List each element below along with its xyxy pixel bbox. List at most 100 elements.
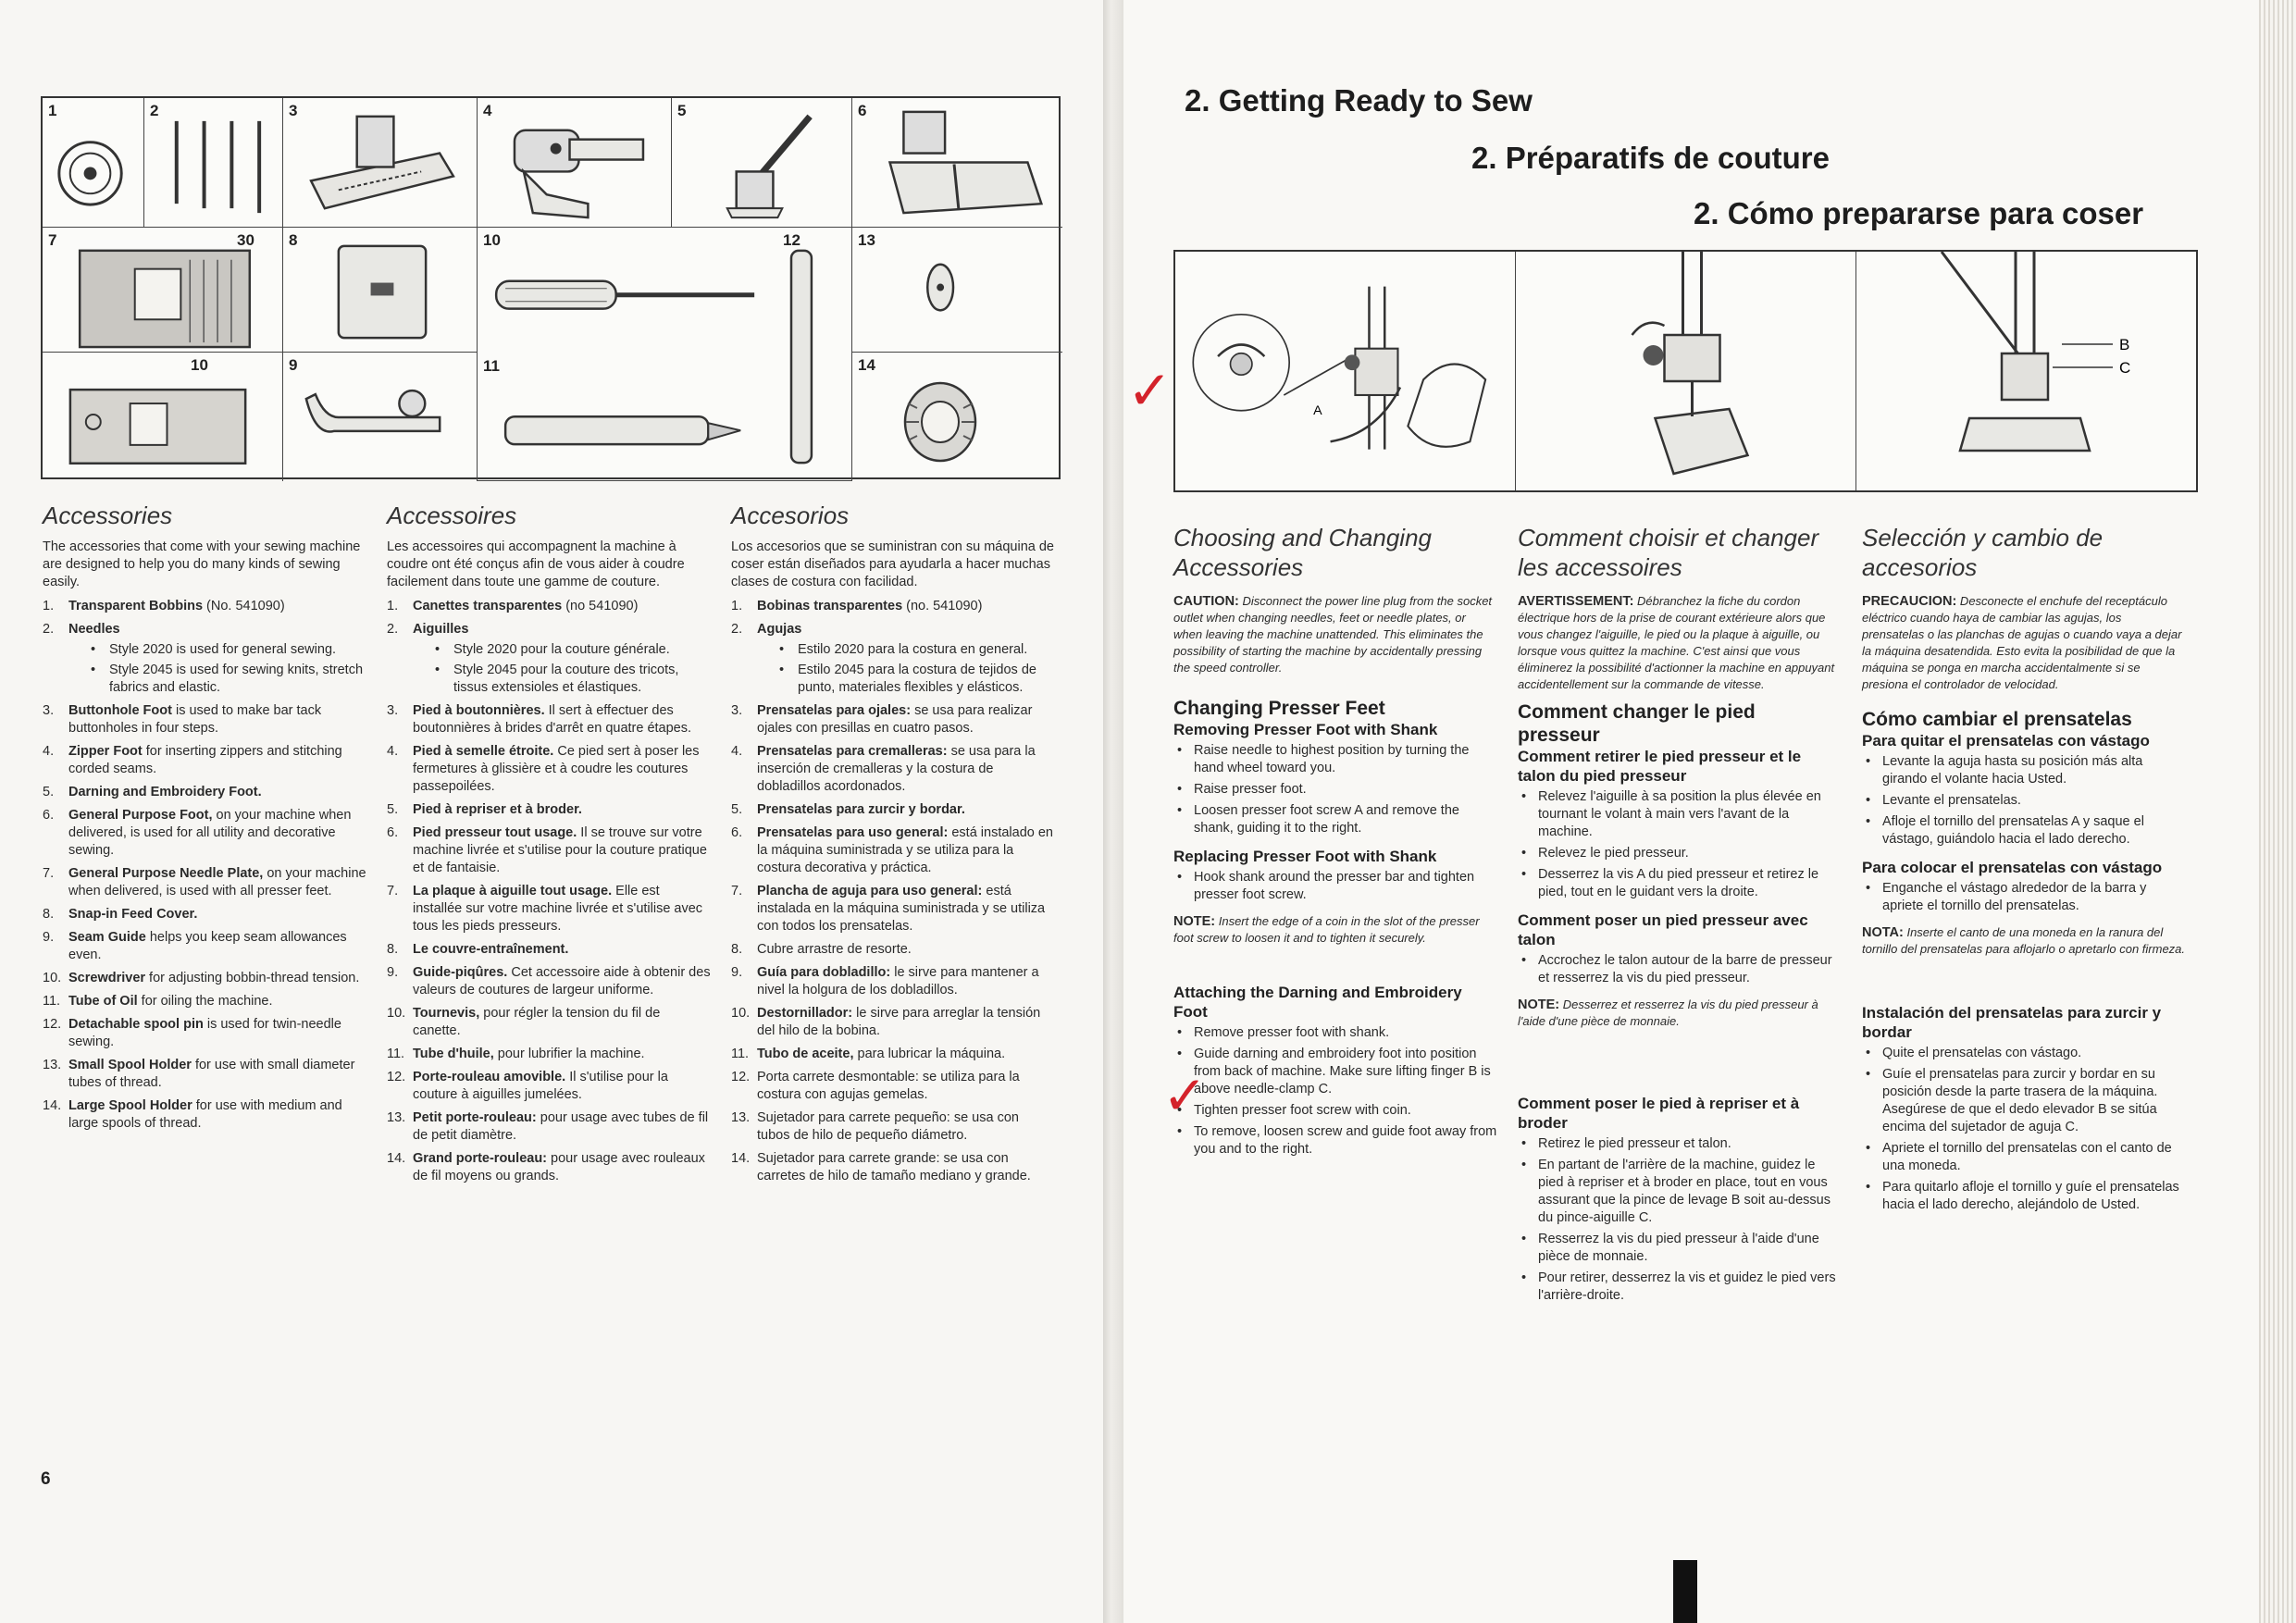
accessory-list-es: 1.Bobinas transparentes (no. 541090) 2.A… bbox=[731, 598, 1055, 1185]
list-item: 6.Prensatelas para uso general: está ins… bbox=[731, 825, 1053, 875]
page-number: 6 bbox=[41, 1469, 51, 1489]
heading-remove-fr: Comment retirer le pied presseur et le t… bbox=[1518, 748, 1802, 785]
title-english: 2. Getting Ready to Sew bbox=[1185, 83, 1533, 118]
label-c: C bbox=[2119, 359, 2130, 377]
caution-es: PRECAUCION: Desconecte el enchufe del re… bbox=[1862, 594, 2182, 691]
list-item: 12.Porta carrete desmontable: se utiliza… bbox=[731, 1070, 1020, 1102]
title-spanish: 2. Cómo prepararse para coser bbox=[1694, 196, 2144, 230]
list-item: 7.Plancha de aguja para uso general: est… bbox=[731, 884, 1046, 934]
general-purpose-foot-icon bbox=[887, 110, 1044, 215]
list-item: 8.Snap-in Feed Cover. bbox=[43, 907, 198, 922]
accessory-list-en: 1.Transparent Bobbins (No. 541090) 2.Nee… bbox=[43, 598, 366, 1133]
list-item: 5.Prensatelas para zurcir y bordar. bbox=[731, 802, 965, 817]
heading-attach-es: Instalación del prensatelas para zurcir … bbox=[1862, 1004, 2162, 1041]
needles-icon bbox=[174, 120, 262, 214]
cell-screwdriver: 10 12 11 bbox=[478, 228, 852, 481]
cell-zipper-foot: 4 bbox=[478, 98, 672, 228]
list-item: 11.Tube of Oil for oiling the machine. bbox=[43, 994, 273, 1009]
intro-en: The accessories that come with your sewi… bbox=[43, 539, 361, 589]
zipper-foot-icon bbox=[513, 129, 645, 219]
list-item: 9.Guía para dobladillo: le sirve para ma… bbox=[731, 965, 1039, 997]
label-a: A bbox=[1313, 403, 1322, 418]
list-item: 4.Pied à semelle étroite. Ce pied sert à… bbox=[387, 744, 700, 794]
heading-presser-fr: Comment changer le pied presseur bbox=[1518, 701, 1756, 746]
list-item: 1.Canettes transparentes (no 541090) bbox=[387, 599, 639, 613]
heading-remove-es: Para quitar el prensatelas con vástago bbox=[1862, 732, 2150, 750]
column-spanish: Accesorios Los accesorios que se suminis… bbox=[731, 502, 1055, 1191]
book-gutter bbox=[1103, 0, 1123, 1623]
heading-accessories-es: Accesorios bbox=[731, 502, 850, 529]
heading-presser-en: Changing Presser Feet bbox=[1173, 698, 1385, 719]
remove-presser-foot-icon: A bbox=[1192, 286, 1487, 450]
figure-label: 10 bbox=[483, 231, 501, 249]
heading-choosing-es: Selección y cambio de accesorios bbox=[1862, 524, 2104, 581]
buttonhole-foot-icon bbox=[309, 115, 455, 210]
list-item: 5.Darning and Embroidery Foot. bbox=[43, 785, 262, 799]
heading-replace-es: Para colocar el prensatelas con vástago bbox=[1862, 859, 2163, 876]
cell-needle-plate: 7 30 bbox=[43, 228, 283, 353]
list-item: 6.General Purpose Foot, on your machine … bbox=[43, 808, 352, 858]
cell-buttonhole-foot: 3 bbox=[283, 98, 478, 228]
note-fr: NOTE: Desserrez et resserrez la vis du p… bbox=[1518, 997, 1818, 1028]
figure-label: 13 bbox=[858, 231, 875, 249]
figure-label: 6 bbox=[858, 102, 867, 119]
heading-accessories-en: Accessories bbox=[43, 502, 173, 529]
caution-fr: AVERTISSEMENT: Débranchez la fiche du co… bbox=[1518, 594, 1835, 691]
list-item: 8.Cubre arrastre de resorte. bbox=[731, 942, 912, 957]
cell-seam-guide: 9 bbox=[283, 353, 478, 481]
right-column-french: Comment choisir et changer les accessoir… bbox=[1518, 523, 1842, 1314]
cell-feed-cover: 8 bbox=[283, 228, 478, 353]
check-icon: ✓ bbox=[1127, 359, 1173, 422]
screwdriver-icon bbox=[494, 249, 813, 465]
figure-label: 5 bbox=[677, 102, 687, 119]
intro-fr: Les accessoires qui accompagnent la mach… bbox=[387, 539, 685, 589]
needle-plate-icon bbox=[78, 249, 252, 349]
list-item: 6.Pied presseur tout usage. Il se trouve… bbox=[387, 825, 707, 875]
darning-foot-icon bbox=[726, 114, 813, 219]
list-item: 14.Sujetador para carrete grande: se usa… bbox=[731, 1151, 1031, 1183]
cell-bobbin: 1 bbox=[43, 98, 144, 228]
darning-foot-install-icon: B C bbox=[1940, 252, 2130, 452]
attach-steps-es: Quite el prensatelas con vástago.Guíe el… bbox=[1862, 1045, 2186, 1214]
presser-foot-illustrations: A B C bbox=[1173, 250, 2198, 492]
figure-label: 11 bbox=[483, 357, 500, 375]
list-item: 10.Screwdriver for adjusting bobbin-thre… bbox=[43, 971, 360, 985]
figure-label: 3 bbox=[289, 102, 298, 119]
heading-attach-fr: Comment poser le pied à repriser et à br… bbox=[1518, 1095, 1800, 1132]
needle-styles: Style 2020 is used for general sewing.St… bbox=[68, 641, 366, 697]
list-item: 11.Tubo de aceite, para lubricar la máqu… bbox=[731, 1047, 1006, 1061]
cell-needle-plate-b: 10 bbox=[43, 353, 283, 481]
figure-label: 1 bbox=[48, 102, 57, 119]
label-b: B bbox=[2119, 336, 2129, 353]
heading-attach-en: Attaching the Darning and Embroidery Foo… bbox=[1173, 984, 1462, 1021]
list-item: 3.Pied à boutonnières. Il sert à effectu… bbox=[387, 703, 692, 736]
list-item: 10.Tournevis, pour régler la tension du … bbox=[387, 1006, 661, 1038]
heading-replace-fr: Comment poser un pied presseur avec talo… bbox=[1518, 911, 1808, 948]
heading-accessories-fr: Accessoires bbox=[387, 502, 517, 529]
list-item: 12.Porte-rouleau amovible. Il s'utilise … bbox=[387, 1070, 668, 1102]
remove-steps-fr: Relevez l'aiguille à sa position la plus… bbox=[1518, 788, 1842, 901]
small-spool-holder-icon bbox=[926, 263, 955, 312]
heading-choosing-fr: Comment choisir et changer les accessoir… bbox=[1518, 524, 1819, 581]
figure-label: 8 bbox=[289, 231, 298, 249]
list-item: 3.Prensatelas para ojales: se usa para r… bbox=[731, 703, 1033, 736]
list-item: 7.La plaque à aiguille tout usage. Elle … bbox=[387, 884, 703, 934]
replace-steps-en: Hook shank around the presser bar and ti… bbox=[1173, 869, 1497, 904]
cell-large-spool-holder: 14 bbox=[852, 353, 1062, 481]
cell-small-spool-holder: 13 bbox=[852, 228, 1062, 353]
list-item: 8.Le couvre-entraînement. bbox=[387, 942, 569, 957]
cell-needles: 2 bbox=[144, 98, 283, 228]
list-item: 10.Destornillador: le sirve para arregla… bbox=[731, 1006, 1041, 1038]
list-item: 5.Pied à repriser et à broder. bbox=[387, 802, 582, 817]
list-item: 2.Needles Style 2020 is used for general… bbox=[43, 621, 366, 697]
title-french: 2. Préparatifs de couture bbox=[1471, 141, 1830, 175]
panel-replace-foot bbox=[1516, 252, 1856, 490]
figure-label: 7 bbox=[48, 231, 57, 249]
list-item: 4.Prensatelas para cremalleras: se usa p… bbox=[731, 744, 1036, 794]
list-item: 9.Guide-piqûres. Cet accessoire aide à o… bbox=[387, 965, 711, 997]
needle-plate-back-icon bbox=[68, 388, 247, 465]
list-item: 13.Small Spool Holder for use with small… bbox=[43, 1058, 355, 1090]
replace-steps-fr: Accrochez le talon autour de la barre de… bbox=[1518, 952, 1842, 987]
list-item: 12.Detachable spool pin is used for twin… bbox=[43, 1017, 341, 1049]
